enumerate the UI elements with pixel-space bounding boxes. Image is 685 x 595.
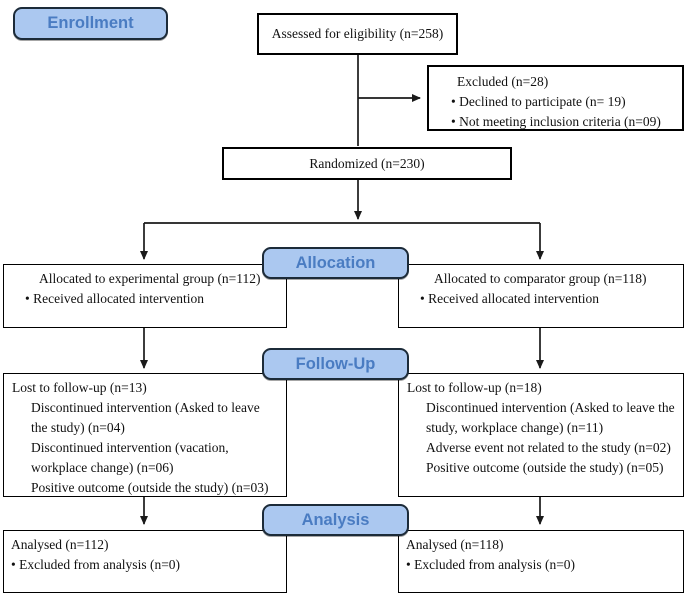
stage-label-follow-up: Follow-Up <box>262 348 409 380</box>
assessed-eligibility-box: Assessed for eligibility (n=258) <box>257 13 458 55</box>
comparator-analysis-title: Analysed (n=118) <box>406 537 504 552</box>
assessed-eligibility-text: Assessed for eligibility (n=258) <box>271 26 444 41</box>
list-item: Discontinued intervention (vacation, wor… <box>31 440 229 475</box>
experimental-analysis-items: • Excluded from analysis (n=0) <box>11 555 280 575</box>
list-item: • Excluded from analysis (n=0) <box>406 557 576 572</box>
stage-label-allocation: Allocation <box>262 247 409 279</box>
stage-label-analysis: Analysis <box>262 504 409 536</box>
excluded-items: • Declined to participate (n= 19) • Not m… <box>451 92 676 132</box>
list-item: • Received allocated intervention <box>420 291 600 306</box>
stage-label-enrollment: Enrollment <box>13 7 168 40</box>
list-item: • Not meeting inclusion criteria (n=09) <box>451 114 661 129</box>
randomized-text: Randomized (n=230) <box>309 155 425 171</box>
list-item: Positive outcome (outside the study) (n=… <box>426 460 664 475</box>
randomized-box: Randomized (n=230) <box>222 147 512 180</box>
comparator-allocation-box: Allocated to comparator group (n=118) • … <box>398 264 684 328</box>
experimental-followup-box: Lost to follow-up (n=13) Discontinued in… <box>3 373 287 497</box>
comparator-analysis-items: • Excluded from analysis (n=0) <box>406 555 677 575</box>
comparator-allocation-items: • Received allocated intervention <box>420 289 677 309</box>
list-item: Discontinued intervention (Asked to leav… <box>426 400 675 435</box>
experimental-followup-items: Discontinued intervention (Asked to leav… <box>12 398 278 498</box>
list-item: • Excluded from analysis (n=0) <box>11 557 181 572</box>
experimental-allocation-items: • Received allocated intervention <box>25 289 280 309</box>
experimental-analysis-box: Analysed (n=112) • Excluded from analysi… <box>3 530 287 593</box>
comparator-followup-box: Lost to follow-up (n=18) Discontinued in… <box>398 373 684 497</box>
comparator-followup-items: Discontinued intervention (Asked to leav… <box>407 398 675 478</box>
experimental-analysis-title: Analysed (n=112) <box>11 537 109 552</box>
experimental-allocation-title: Allocated to experimental group (n=112) <box>39 271 261 286</box>
excluded-title: Excluded (n=28) <box>457 74 549 89</box>
excluded-box: Excluded (n=28) • Declined to participat… <box>427 65 684 131</box>
list-item: • Received allocated intervention <box>25 291 205 306</box>
comparator-allocation-title: Allocated to comparator group (n=118) <box>434 271 647 286</box>
experimental-allocation-box: Allocated to experimental group (n=112) … <box>3 264 287 328</box>
list-item: Positive outcome (outside the study) (n=… <box>31 480 269 495</box>
comparator-analysis-box: Analysed (n=118) • Excluded from analysi… <box>398 530 684 593</box>
list-item: • Declined to participate (n= 19) <box>451 94 626 109</box>
list-item: Adverse event not related to the study (… <box>426 440 671 455</box>
experimental-followup-title: Lost to follow-up (n=13) <box>12 380 147 395</box>
comparator-followup-title: Lost to follow-up (n=18) <box>407 380 542 395</box>
list-item: Discontinued intervention (Asked to leav… <box>31 400 260 435</box>
